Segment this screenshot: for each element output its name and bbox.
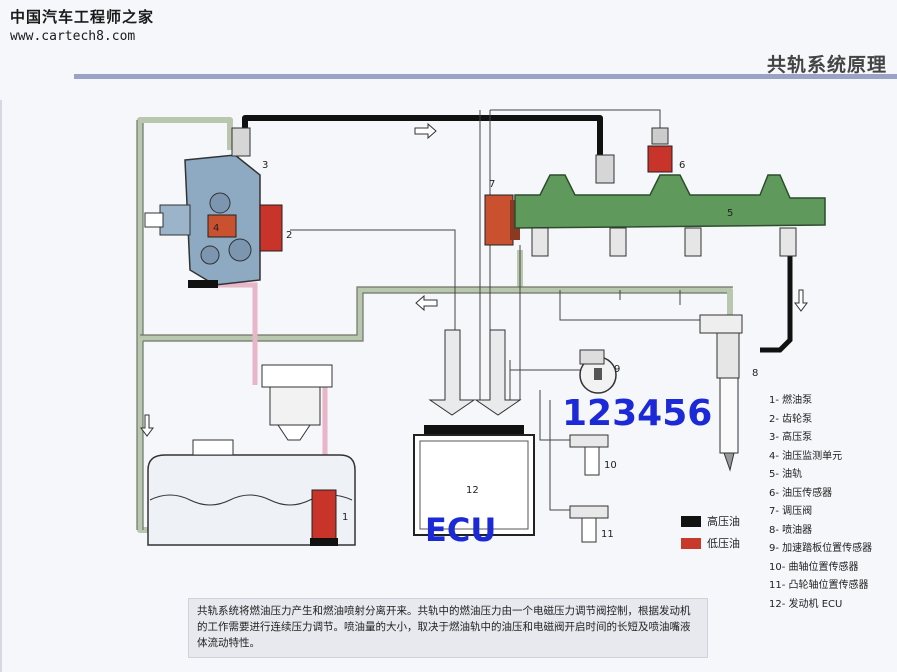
callout-3: 3	[262, 160, 268, 171]
legend-item: 10- 曲轴位置传感器	[769, 561, 859, 573]
legend-item: 7- 调压阀	[769, 506, 813, 517]
legend-key-label: 低压油	[707, 537, 740, 550]
legend-item: 4- 油压监测单元	[769, 450, 843, 462]
flow-arrows	[140, 122, 808, 437]
callout-9: 9	[614, 364, 620, 375]
fuel-pump-body	[311, 489, 337, 541]
fuel-tank	[147, 439, 356, 546]
legend-item: 9- 加速踏板位置传感器	[769, 543, 873, 554]
legend-key-high-pressure: 高压油	[681, 513, 740, 529]
fuel-injector	[699, 314, 743, 472]
handwritten-ecu-label: ECU	[425, 511, 496, 549]
legend-item: 11- 凸轮轴位置传感器	[769, 580, 869, 591]
high-pressure-line	[242, 115, 603, 165]
high-pressure-pump	[144, 127, 283, 288]
callout-7: 7	[489, 179, 495, 190]
callout-10: 10	[604, 460, 617, 471]
legend-item: 12- 发动机 ECU	[769, 598, 843, 610]
callout-4: 4	[213, 223, 219, 234]
callout-8: 8	[752, 368, 758, 379]
legend-item: 1- 燃油泵	[769, 395, 813, 406]
high-pressure-swatch	[681, 515, 701, 527]
camshaft-position-sensor	[569, 505, 609, 543]
legend-key-label: 高压油	[707, 515, 740, 528]
crankshaft-position-sensor	[569, 434, 609, 476]
callout-5: 5	[727, 208, 733, 219]
callout-1: 1	[342, 512, 348, 523]
component-legend: 1- 燃油泵 2- 齿轮泵 3- 高压泵 4- 油压监测单元 5- 油轨 6- …	[769, 392, 872, 614]
ecu-input-arrow	[428, 329, 476, 416]
callout-2: 2	[286, 230, 292, 241]
injector-feed-line	[760, 255, 793, 353]
rail-pressure-sensor	[595, 127, 673, 184]
watermark-site-name: 中国汽车工程师之家	[10, 8, 155, 26]
ecu-module	[413, 425, 535, 536]
legend-item: 3- 高压泵	[769, 432, 813, 443]
legend-item: 8- 喷油器	[769, 524, 813, 536]
watermark-url: www.cartech8.com	[10, 29, 136, 44]
legend-key-low-pressure: 低压油	[681, 535, 740, 551]
callout-6: 6	[679, 160, 685, 171]
low-pressure-swatch	[681, 537, 701, 549]
ecu-output-arrow	[474, 329, 522, 416]
fuel-filter	[261, 364, 333, 441]
page-gutter-line	[0, 100, 2, 672]
callout-12: 12	[466, 485, 479, 496]
page-title: 共轨系统原理	[766, 54, 887, 76]
site-watermark: 中国汽车工程师之家 www.cartech8.com	[10, 6, 154, 44]
header-divider	[74, 74, 897, 79]
legend-item: 5- 油轨	[769, 469, 803, 480]
callout-11: 11	[601, 529, 614, 540]
description-caption: 共轨系统将燃油压力产生和燃油喷射分离开来。共轨中的燃油压力由一个电磁压力调节阀控…	[188, 598, 708, 658]
accelerator-pedal-sensor	[579, 349, 617, 394]
common-rail	[514, 174, 826, 257]
handwritten-sensor-numbers: 123456	[562, 393, 712, 434]
return-line	[140, 287, 733, 341]
legend-item: 2- 齿轮泵	[769, 413, 813, 425]
legend-item: 6- 油压传感器	[769, 487, 833, 499]
